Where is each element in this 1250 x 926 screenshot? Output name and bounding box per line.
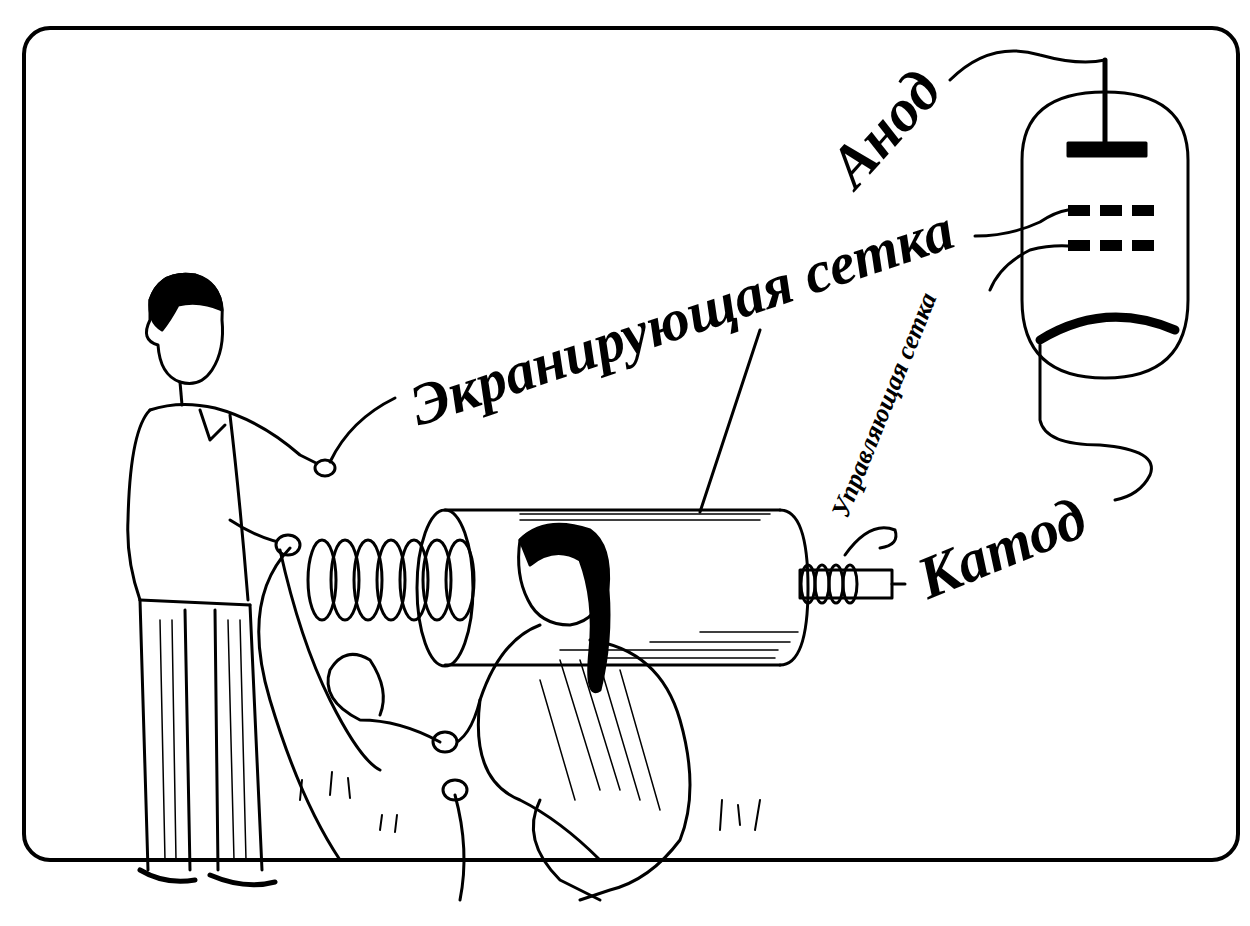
wire [330, 398, 395, 462]
control-grid-coil [308, 540, 474, 620]
wire [455, 795, 464, 900]
screen-grid-lead [700, 330, 760, 512]
wire-label: Управляющая сетка [825, 285, 946, 526]
boy-figure [128, 274, 395, 884]
control-grid-symbol [1068, 240, 1154, 251]
grass [300, 772, 760, 832]
cathode-symbol [1040, 317, 1175, 340]
cathode-wire [1040, 345, 1151, 500]
cylinder-end [417, 510, 473, 666]
anode-plate [1068, 143, 1146, 156]
wire [328, 654, 440, 742]
screen-grid-symbol [1068, 205, 1154, 216]
control-grid-lead [845, 528, 896, 555]
heater-coil [801, 565, 857, 603]
control-grid-wire [990, 246, 1068, 290]
wire-label: Анод [814, 54, 955, 201]
anode-wire [950, 51, 1105, 80]
girl-figure [328, 524, 690, 900]
anode-pin [1103, 60, 1108, 145]
wire-label: Катод [905, 484, 1099, 612]
screen-grid-wire [975, 210, 1068, 236]
wire [259, 548, 340, 860]
picture-frame [24, 28, 1238, 860]
wire [280, 550, 380, 770]
cathode-lead [892, 583, 905, 586]
